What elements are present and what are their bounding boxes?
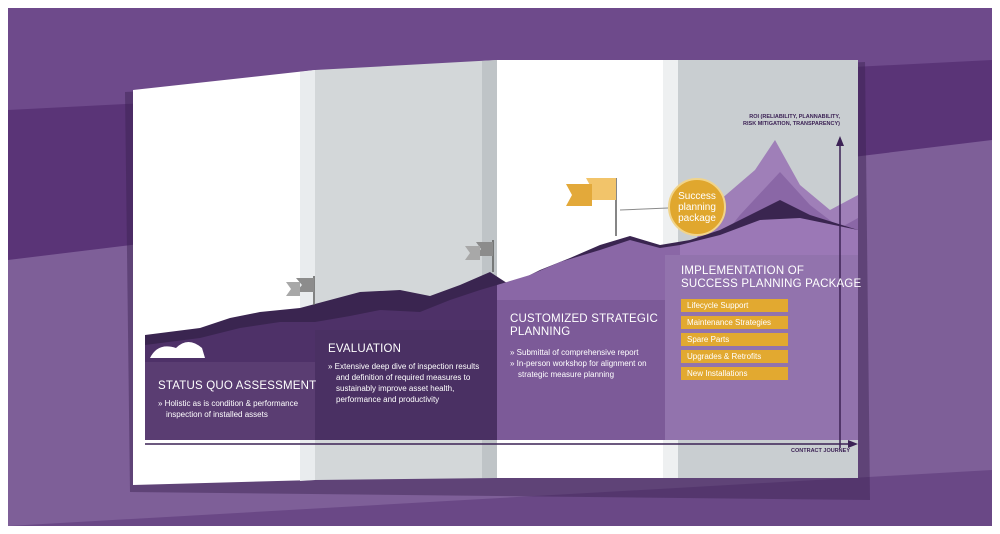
backdrop-band-corner xyxy=(8,470,992,526)
bullet-line: » In-person workshop for alignment on xyxy=(510,359,647,368)
flag-gold-back xyxy=(566,184,592,206)
evaluation-bullets: » Extensive deep dive of inspection resu… xyxy=(328,361,479,405)
package-item: Upgrades & Retrofits xyxy=(681,350,788,363)
badge-line2: planning xyxy=(678,201,716,213)
cloud-left xyxy=(150,342,205,358)
badge-line3: package xyxy=(678,212,716,224)
status-quo-bullets: » Holistic as is condition & performance… xyxy=(158,398,298,420)
bullet-line: » Submittal of comprehensive report xyxy=(510,348,639,357)
x-axis-arrow-icon xyxy=(848,440,858,448)
strategic-title-line1: CUSTOMIZED STRATEGIC xyxy=(510,313,658,325)
bullet-line: » Extensive deep dive of inspection resu… xyxy=(328,362,480,371)
strategic-title-line2: PLANNING xyxy=(510,326,571,338)
strategic-title: CUSTOMIZED STRATEGIC PLANNING xyxy=(510,313,658,339)
flag-grey-1-back xyxy=(286,282,300,296)
package-item: Maintenance Strategies xyxy=(681,316,788,329)
bullet-line: » Holistic as is condition & performance xyxy=(158,399,299,408)
x-axis-label: CONTRACT JOURNEY xyxy=(791,448,850,454)
implementation-title: IMPLEMENTATION OF SUCCESS PLANNING PACKA… xyxy=(681,265,861,291)
implementation-title-line1: IMPLEMENTATION OF xyxy=(681,265,805,277)
bullet-line: and definition of required measures to xyxy=(336,373,471,382)
package-item: New Installations xyxy=(681,367,788,380)
flag-grey-2-back xyxy=(465,246,480,260)
box-strategic xyxy=(497,300,665,440)
strategic-bullets: » Submittal of comprehensive report » In… xyxy=(510,347,647,380)
flag-gold-icon xyxy=(586,178,616,200)
box-status-quo xyxy=(145,362,315,440)
bullet-line: performance and productivity xyxy=(336,395,440,404)
box-evaluation xyxy=(315,330,497,440)
y-axis-arrow-icon xyxy=(836,136,844,146)
status-quo-title: STATUS QUO ASSESSMENT xyxy=(158,380,317,392)
y-axis-label-line1: ROI (RELIABILITY, PLANNABILITY, xyxy=(749,114,840,120)
package-item: Spare Parts xyxy=(681,333,788,346)
package-item: Lifecycle Support xyxy=(681,299,788,312)
badge-line1: Success xyxy=(678,190,716,202)
implementation-title-line2: SUCCESS PLANNING PACKAGE xyxy=(681,278,862,290)
flag-grey-2-icon xyxy=(476,242,493,256)
badge-connector xyxy=(619,207,669,211)
y-axis-label: ROI (RELIABILITY, PLANNABILITY, RISK MIT… xyxy=(700,114,840,128)
bullet-line: inspection of installed assets xyxy=(166,410,268,419)
y-axis-label-line2: RISK MITIGATION, TRANSPARENCY) xyxy=(743,121,840,127)
evaluation-title: EVALUATION xyxy=(328,343,402,355)
bullet-line: sustainably improve asset health, xyxy=(336,384,455,393)
flag-grey-1-icon xyxy=(296,278,314,292)
success-planning-badge: Success planning package xyxy=(668,178,726,236)
bullet-line: strategic measure planning xyxy=(518,370,615,379)
box-implementation xyxy=(665,255,858,440)
